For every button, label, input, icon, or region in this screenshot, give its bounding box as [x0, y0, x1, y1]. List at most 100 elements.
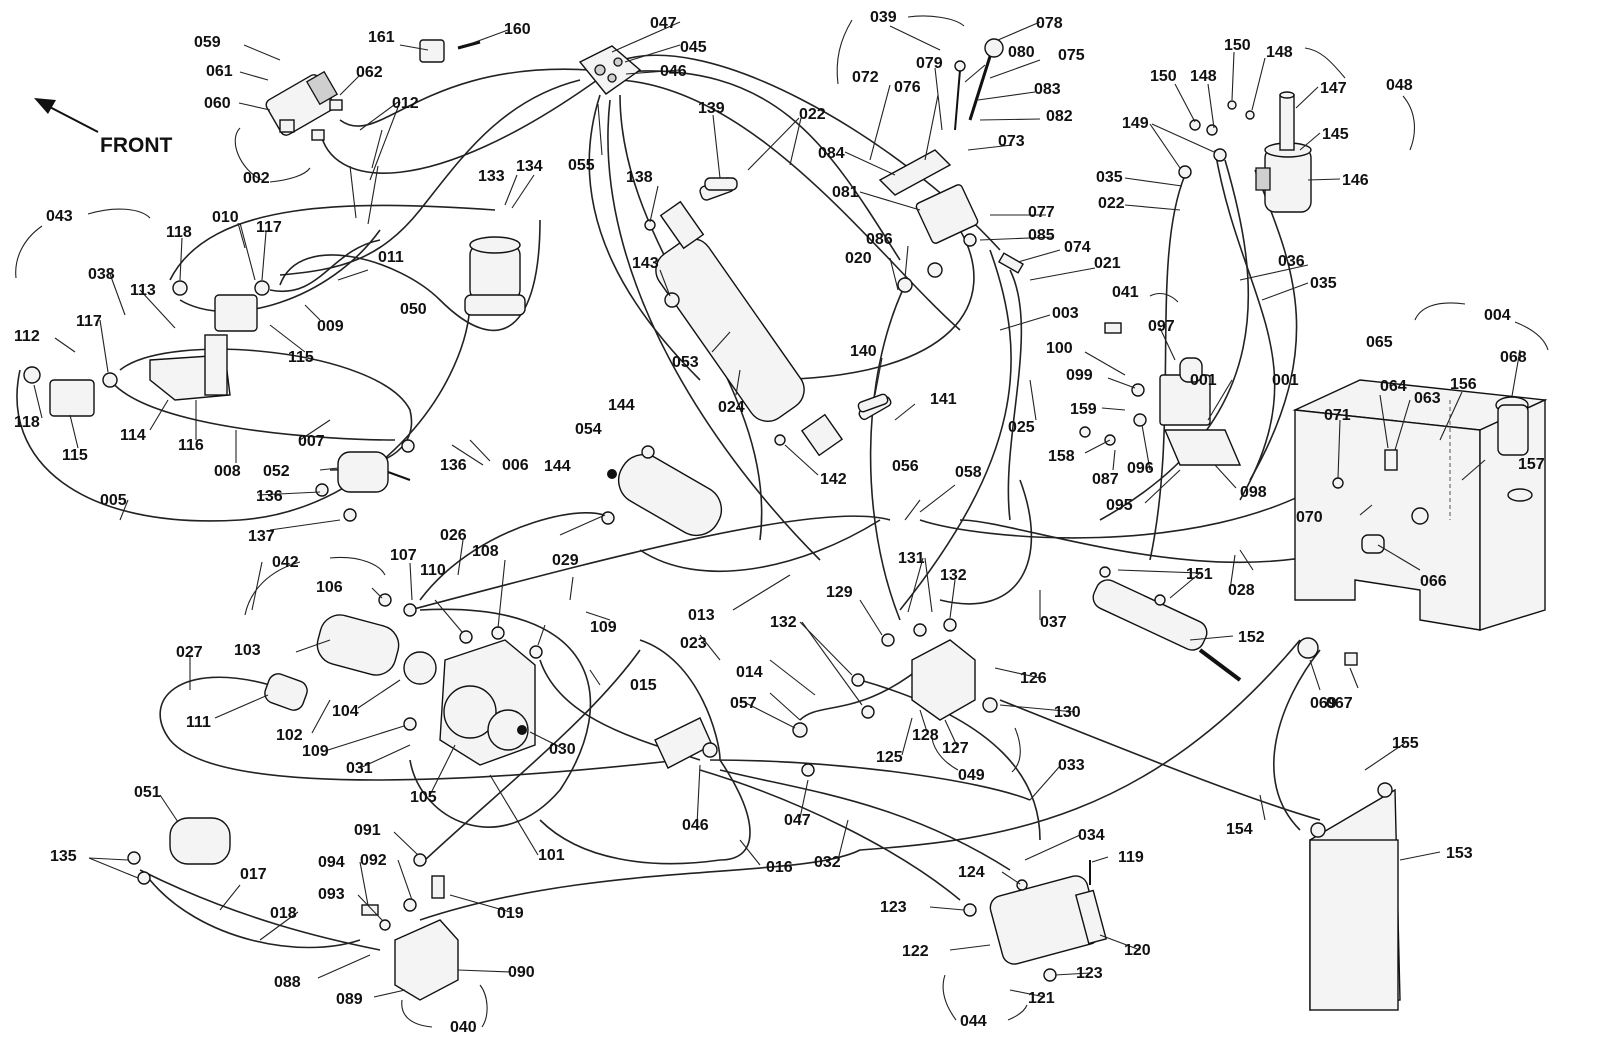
callout-101: 101	[538, 847, 565, 864]
motor-assembly-048	[1178, 91, 1312, 213]
callout-148a: 148	[1190, 68, 1217, 85]
callout-109b: 109	[302, 743, 329, 760]
solenoid-051	[127, 817, 231, 885]
callout-009: 009	[317, 318, 344, 335]
callout-047b: 047	[784, 812, 811, 829]
callout-018: 018	[270, 905, 297, 922]
pump-assembly-042	[264, 593, 543, 766]
callout-137: 137	[248, 528, 275, 545]
callout-001: 001	[1190, 372, 1217, 389]
callout-140: 140	[850, 343, 877, 360]
callout-003: 003	[1052, 305, 1079, 322]
callout-043: 043	[46, 208, 73, 225]
callout-060: 060	[204, 95, 231, 112]
callout-132a: 132	[770, 614, 797, 631]
callout-044: 044	[960, 1013, 987, 1030]
callout-143: 143	[632, 255, 659, 272]
callout-124: 124	[958, 864, 985, 881]
parts	[23, 38, 1548, 1011]
callout-139: 139	[698, 100, 725, 117]
callout-016: 016	[766, 859, 793, 876]
callout-085: 085	[1028, 227, 1055, 244]
callout-021: 021	[1094, 255, 1121, 272]
callout-117a: 117	[76, 313, 102, 330]
callout-006: 006	[502, 457, 529, 474]
pin-160	[457, 40, 481, 50]
callout-095: 095	[1106, 497, 1133, 514]
callout-041: 041	[1112, 284, 1139, 301]
callout-098: 098	[1240, 484, 1267, 501]
callout-040: 040	[450, 1019, 477, 1036]
callout-080: 080	[1008, 44, 1035, 61]
callout-072: 072	[852, 69, 879, 86]
callout-069: 069	[1310, 695, 1337, 712]
callout-123a: 123	[880, 899, 907, 916]
callout-153: 153	[1446, 845, 1473, 862]
callout-118b: 118	[166, 224, 192, 241]
callout-052: 052	[263, 463, 290, 480]
callout-035b: 035	[1310, 275, 1337, 292]
callout-064: 064	[1380, 378, 1407, 395]
callout-107: 107	[390, 547, 417, 564]
callout-065: 065	[1366, 334, 1393, 351]
callout-111: 111	[186, 714, 211, 731]
valve-assembly-043	[23, 280, 270, 417]
callout-155: 155	[1392, 735, 1419, 752]
callout-037: 037	[1040, 614, 1067, 631]
front-label: FRONT	[100, 134, 172, 157]
callout-070: 070	[1296, 509, 1323, 526]
front-direction-indicator: FRONT	[34, 98, 172, 157]
callout-142: 142	[820, 471, 847, 488]
callout-023: 023	[680, 635, 707, 652]
callout-005: 005	[100, 492, 127, 509]
callout-083: 083	[1034, 81, 1061, 98]
callout-110: 110	[420, 562, 446, 579]
callout-125: 125	[876, 749, 903, 766]
hydraulic-tank-004	[1292, 379, 1548, 666]
callout-148b: 148	[1266, 44, 1293, 61]
callout-026: 026	[440, 527, 467, 544]
callout-094: 094	[318, 854, 345, 871]
callout-112: 112	[14, 328, 40, 345]
callout-157: 157	[1518, 456, 1545, 473]
callout-010: 010	[212, 209, 239, 226]
callout-046b: 046	[682, 817, 709, 834]
control-valve-039	[878, 38, 1024, 293]
callout-081: 081	[832, 184, 859, 201]
callout-055: 055	[568, 157, 595, 174]
callout-132b: 132	[940, 567, 967, 584]
callout-004: 004	[1484, 307, 1511, 324]
callout-075: 075	[1058, 47, 1085, 64]
callout-017: 017	[240, 866, 267, 883]
clamp-161	[419, 39, 445, 63]
callout-161: 161	[368, 29, 395, 46]
callout-141: 141	[930, 391, 957, 408]
callout-108: 108	[472, 543, 499, 560]
callout-145: 145	[1322, 126, 1349, 143]
callout-082: 082	[1046, 108, 1073, 125]
pin-139	[704, 177, 738, 191]
callout-131: 131	[898, 550, 925, 567]
callout-092: 092	[360, 852, 387, 869]
callout-008: 008	[214, 463, 241, 480]
callout-156: 156	[1450, 376, 1477, 393]
callout-056: 056	[892, 458, 919, 475]
callout-117b: 117	[256, 219, 282, 236]
callout-089: 089	[336, 991, 363, 1008]
callout-013: 013	[688, 607, 715, 624]
hydraulic-hoses	[16, 54, 1371, 951]
callout-100: 100	[1046, 340, 1073, 357]
gear-pump-052	[315, 439, 415, 522]
filter-054	[601, 445, 723, 537]
callout-150a: 150	[1150, 68, 1177, 85]
callout-130: 130	[1054, 704, 1081, 721]
callout-116: 116	[178, 437, 204, 454]
callout-127: 127	[942, 740, 969, 757]
callout-036: 036	[1278, 253, 1305, 270]
callout-045: 045	[680, 39, 707, 56]
callout-102: 102	[276, 727, 303, 744]
callout-015: 015	[630, 677, 657, 694]
callout-058: 058	[955, 464, 982, 481]
